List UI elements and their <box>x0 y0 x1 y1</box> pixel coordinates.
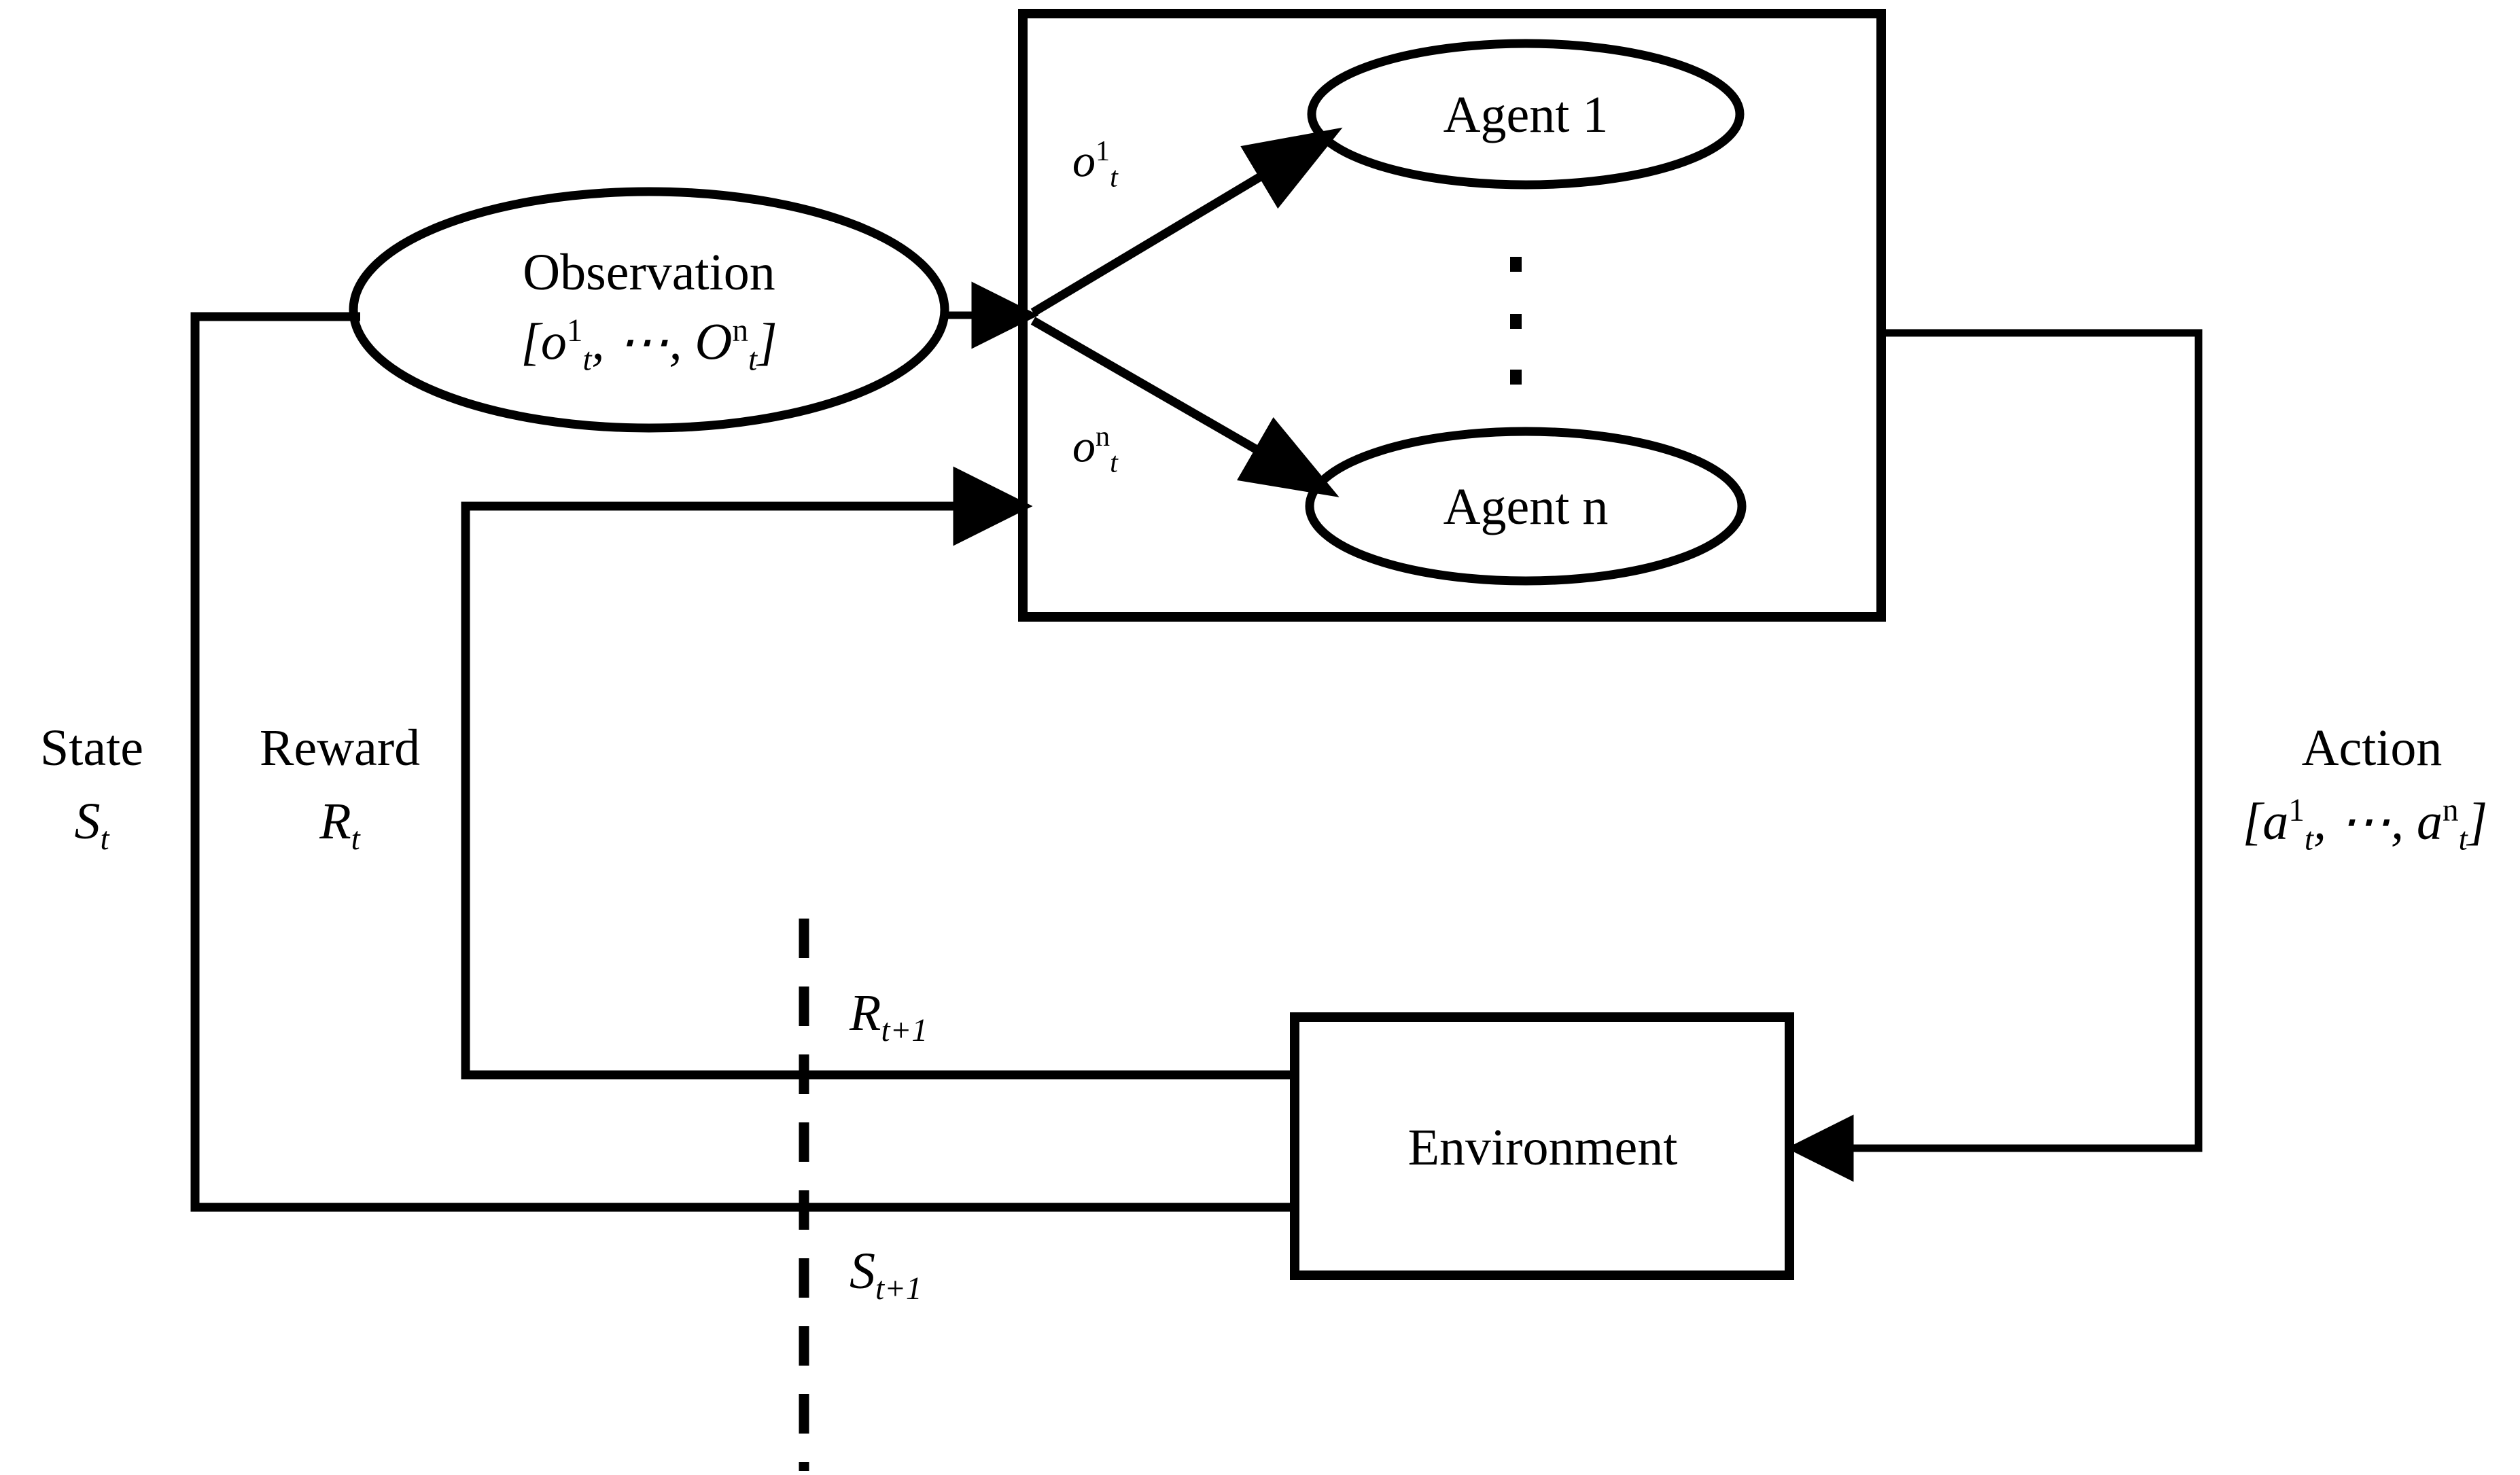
on-base: o <box>1072 420 1096 472</box>
o1-base: o <box>1072 135 1096 187</box>
state-next-label: St+1 <box>850 1243 1074 1307</box>
observation-on-sup: n <box>732 313 748 349</box>
observation-to-agent-1-label: o1t <box>1072 136 1195 193</box>
state-symbol-sub: t <box>100 821 109 857</box>
o1-sup: 1 <box>1096 135 1110 167</box>
agent-1-label: Agent 1 <box>1443 86 1609 143</box>
reward-next-label: Rt+1 <box>850 985 1074 1048</box>
observation-label: Observation <box>523 244 775 301</box>
on-sub: t <box>1110 446 1118 479</box>
o1-sub: t <box>1110 161 1118 194</box>
observation-on-base: O <box>695 313 733 371</box>
agent-1-ellipse <box>1307 39 1745 190</box>
state-symbol-base: S <box>74 793 101 850</box>
reward-label: Reward <box>259 719 421 777</box>
reward-symbol-sub: t <box>351 821 360 857</box>
action-an-base: a <box>2417 793 2443 851</box>
observation-formula: [o1t, ⋯, Ont] <box>435 314 863 377</box>
state-feedback-path <box>190 312 1295 1212</box>
reward-symbol: Rt <box>224 794 455 857</box>
observation-ellipse <box>349 187 949 433</box>
observation-o1-sub: t <box>582 342 592 378</box>
agent-ellipsis-dot-1 <box>1510 257 1522 272</box>
action-path <box>1786 329 2203 1182</box>
observation-on-sub: t <box>748 342 758 378</box>
agent-n-label: Agent n <box>1443 478 1609 535</box>
reward-symbol-base: R <box>319 793 351 850</box>
environment-label: Environment <box>1407 1119 1678 1176</box>
reward-next-sub: t+1 <box>881 1013 928 1049</box>
action-label: Action <box>2301 719 2443 777</box>
observation-formula-ellipsis: , ⋯, <box>591 313 695 371</box>
branch-to-agent-1-arrow <box>1030 127 1343 317</box>
action-a1-base: a <box>2262 793 2289 851</box>
action-formula: [a1t, ⋯, ant] <box>2216 794 2515 857</box>
agent-ellipsis-dot-2 <box>1510 314 1522 329</box>
action-an-sup: n <box>2443 793 2459 828</box>
action-formula-open: [ <box>2242 793 2263 851</box>
action-an-sub: t <box>2458 821 2468 857</box>
branch-to-agent-n-arrow <box>1030 317 1340 497</box>
reward-next-base: R <box>850 984 881 1042</box>
state-next-base: S <box>850 1243 875 1300</box>
on-sup: n <box>1096 421 1110 452</box>
observation-o1-sup: 1 <box>566 313 583 349</box>
observation-to-agent-n-label: ont <box>1072 421 1195 478</box>
state-symbol: St <box>7 794 177 857</box>
action-formula-ellipsis: , ⋯, <box>2313 793 2417 851</box>
agent-n-ellipse <box>1305 427 1747 586</box>
observation-formula-close: ] <box>757 313 777 371</box>
reward-feedback-path <box>461 466 1295 1080</box>
observation-formula-open: [ <box>521 313 541 371</box>
action-formula-close: ] <box>2467 793 2488 851</box>
action-a1-sub: t <box>2304 821 2313 857</box>
state-label: State <box>40 719 143 777</box>
observation-o1-base: o <box>540 313 567 371</box>
state-next-sub: t+1 <box>875 1271 922 1307</box>
agent-ellipsis-dot-3 <box>1510 370 1522 385</box>
action-a1-sup: 1 <box>2288 793 2305 828</box>
